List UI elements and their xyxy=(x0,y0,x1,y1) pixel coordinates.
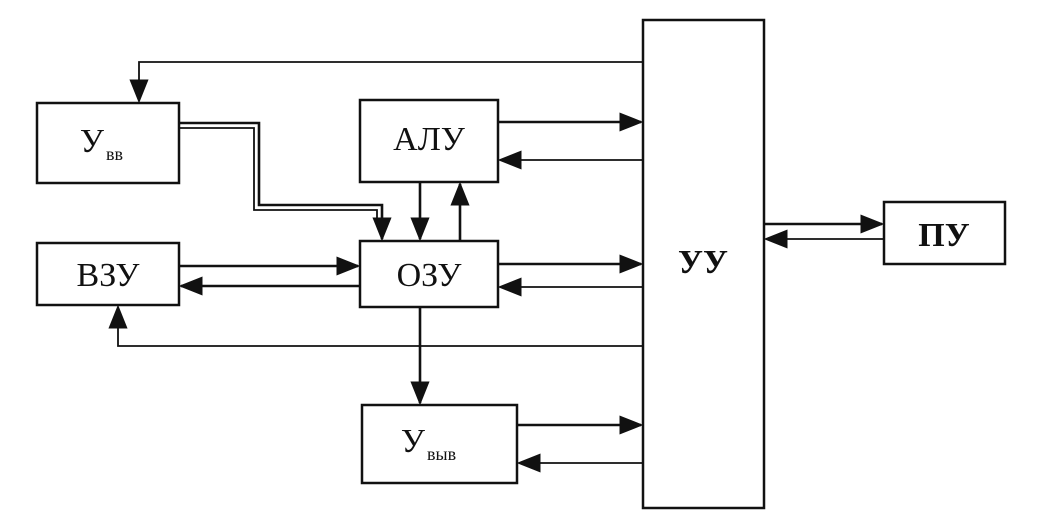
connection-uu-to-vzu xyxy=(108,304,643,347)
block-pu-label: ПУ xyxy=(918,217,969,254)
block-uu: УУ xyxy=(641,18,766,510)
block-alu: АЛУ xyxy=(358,98,500,184)
block-ozu: ОЗУ xyxy=(358,239,500,309)
connection-uu-to-uvv xyxy=(129,61,643,104)
block-vzu: ВЗУ xyxy=(35,241,181,307)
block-vzu-label: ВЗУ xyxy=(77,257,141,294)
block-uvv: У вв xyxy=(35,101,181,185)
block-uvyv-label: У xyxy=(401,423,426,460)
block-alu-label: АЛУ xyxy=(393,121,466,158)
block-ozu-label: ОЗУ xyxy=(397,257,463,294)
block-uu-label: УУ xyxy=(678,244,728,281)
connection-uvv-to-ozu xyxy=(179,121,392,242)
connection-uvv-to-ozu-second xyxy=(179,127,378,226)
block-uvyv-subscript: выв xyxy=(427,444,456,464)
block-uvv-label: У xyxy=(80,123,105,160)
block-uvyv: У выв xyxy=(360,403,519,485)
block-pu: ПУ xyxy=(882,200,1007,266)
block-uvv-subscript: вв xyxy=(106,144,123,164)
